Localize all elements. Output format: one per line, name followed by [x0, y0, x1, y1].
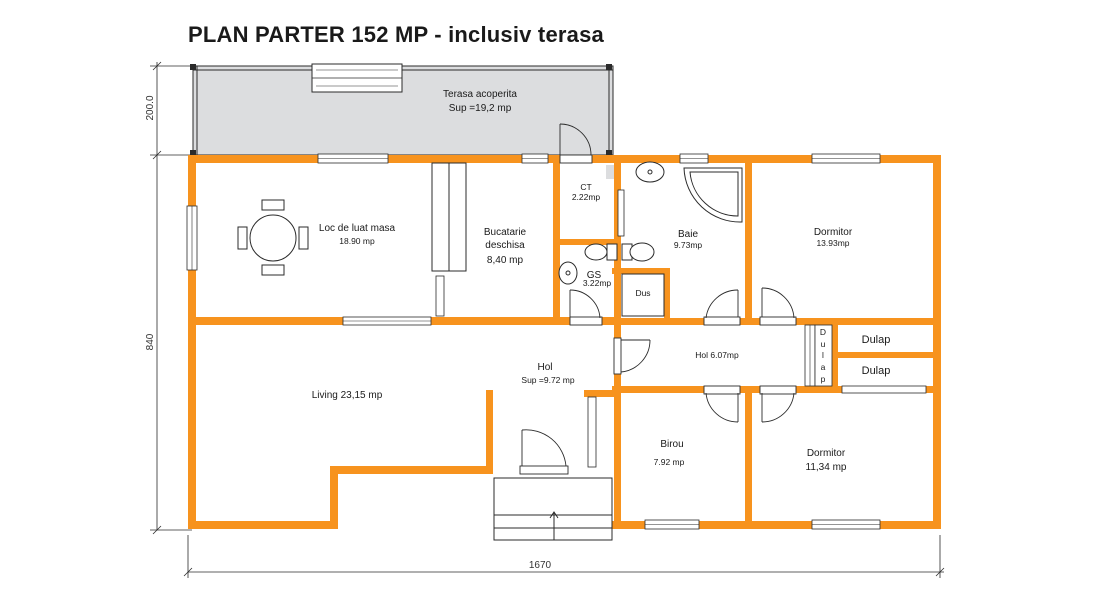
room-bucatarie-name-line2: deschisa	[485, 240, 525, 251]
room-dormitor1-name: Dormitor	[814, 227, 853, 238]
room-bucatarie-name-line1: Bucatarie	[484, 227, 527, 238]
room-baie-name: Baie	[678, 229, 698, 240]
doors	[519, 123, 797, 475]
room-hol2-name: Hol 6.07mp	[695, 350, 739, 360]
room-dus-name: Dus	[635, 288, 650, 298]
plan-title: PLAN PARTER 152 MP - inclusiv terasa	[188, 22, 604, 47]
room-gs-area: 3.22mp	[583, 278, 612, 288]
room-ct-area: 2.22mp	[572, 192, 601, 202]
terrace-depth-dimension: 200.0	[145, 95, 156, 120]
closet-2-name: Dulap	[862, 365, 891, 377]
room-birou-area: 7.92 mp	[654, 457, 685, 467]
closet-vertical-letter: a	[821, 362, 826, 372]
terrace-name: Terasa acoperita	[443, 89, 517, 100]
room-hol-area: Sup =9.72 mp	[521, 375, 574, 385]
closet-vertical-letter: D	[820, 327, 826, 337]
room-dormitor1-area: 13.93mp	[816, 238, 849, 248]
closet-vertical-letter: u	[821, 339, 826, 349]
closet-vertical-letter: p	[821, 374, 826, 384]
window-glazing-lines	[191, 158, 880, 525]
width-dimension: 1670	[529, 560, 552, 571]
room-loc-masa-name: Loc de luat masa	[319, 223, 396, 234]
room-baie-area: 9.73mp	[674, 240, 703, 250]
terrace	[190, 63, 614, 156]
kitchen-counter	[431, 162, 467, 272]
room-dormitor2-area: 11,34 mp	[806, 462, 847, 473]
room-gs-name: GS	[587, 270, 602, 281]
room-ct-name: CT	[580, 182, 591, 192]
closet-vertical-letter: l	[822, 350, 824, 360]
closet-1-name: Dulap	[862, 334, 891, 346]
dining-table	[237, 199, 309, 276]
room-bucatarie-area: 8,40 mp	[487, 255, 524, 266]
room-hol-name: Hol	[537, 362, 552, 373]
bathroom-fixtures	[558, 161, 743, 317]
entrance-steps	[493, 477, 613, 541]
terrace-area: Sup =19,2 mp	[449, 103, 512, 114]
closets	[814, 324, 833, 387]
dimension-lines	[150, 61, 945, 578]
room-loc-masa-area: 18.90 mp	[339, 236, 375, 246]
height-dimension: 840	[145, 333, 156, 350]
room-birou-name: Birou	[660, 439, 683, 450]
room-dormitor2-name: Dormitor	[807, 448, 846, 459]
room-living-name: Living 23,15 mp	[312, 390, 383, 401]
